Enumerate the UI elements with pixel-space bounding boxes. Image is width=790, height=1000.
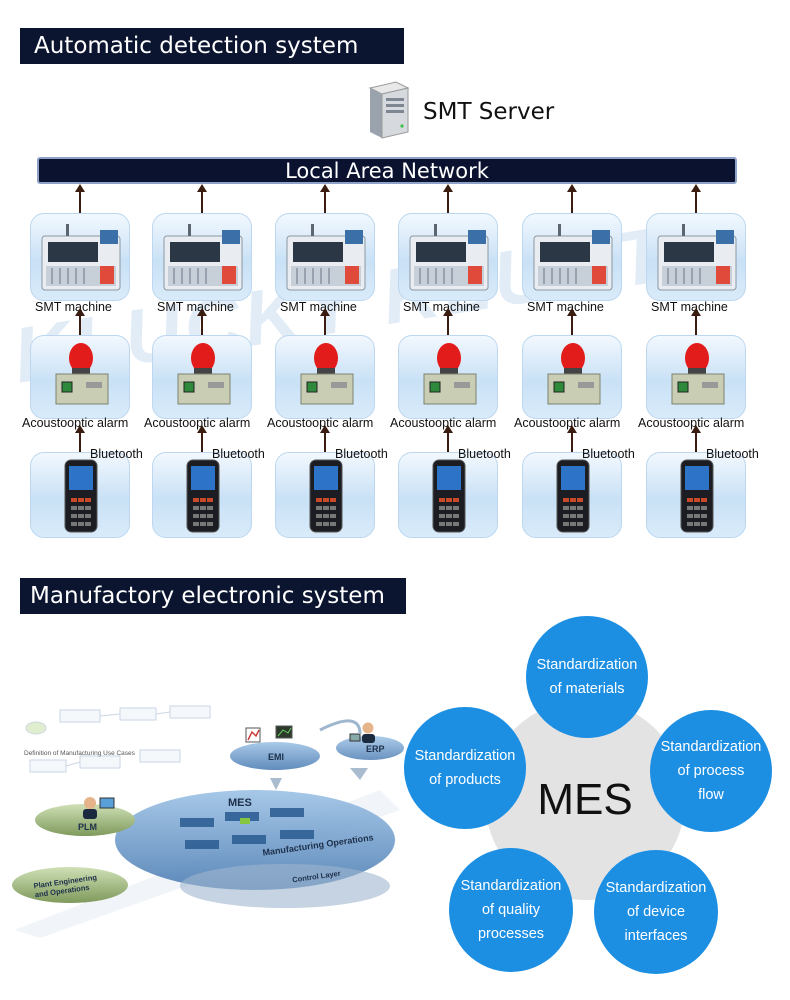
alarm-icon xyxy=(291,340,361,415)
smt-machine-icon xyxy=(406,222,492,299)
server-icon xyxy=(368,81,410,139)
bluetooth-label: Bluetooth xyxy=(90,447,143,461)
section-title-detection: Automatic detection system xyxy=(20,28,404,64)
arrow-up-icon xyxy=(691,425,701,452)
handheld-scanner-icon xyxy=(179,458,227,539)
arrow-up-icon xyxy=(320,184,330,213)
arrow-up-icon xyxy=(443,425,453,452)
handheld-scanner-icon xyxy=(673,458,721,539)
arrow-up-icon xyxy=(443,184,453,213)
scanner-tile xyxy=(275,452,375,538)
circle-process-flow: Standardization of process flow xyxy=(650,710,772,832)
emi-label: EMI xyxy=(268,752,285,762)
alarm-label: Acoustooptic alarm xyxy=(390,416,497,430)
alarm-tile xyxy=(398,335,498,419)
server-label: SMT Server xyxy=(423,99,555,125)
smt-machine-label: SMT machine xyxy=(157,300,234,314)
circle-quality: Standardization of quality processes xyxy=(449,848,573,972)
alarm-tile xyxy=(646,335,746,419)
bluetooth-label: Bluetooth xyxy=(582,447,635,461)
smt-machine-tile xyxy=(398,213,498,301)
smt-machine-icon xyxy=(160,222,246,299)
arrow-up-icon xyxy=(197,184,207,213)
plm-oval xyxy=(35,804,135,836)
alarm-label: Acoustooptic alarm xyxy=(22,416,129,430)
usecases-label: Definition of Manufacturing Use Cases xyxy=(24,750,135,757)
circle-device-interfaces: Standardization of device interfaces xyxy=(594,850,718,974)
bluetooth-label: Bluetooth xyxy=(212,447,265,461)
handheld-scanner-icon xyxy=(302,458,350,539)
emi-oval xyxy=(230,742,320,770)
arrow-up-icon xyxy=(197,425,207,452)
smt-machine-tile xyxy=(522,213,622,301)
smt-machine-icon xyxy=(530,222,616,299)
plant-oval xyxy=(12,867,128,903)
arrow-up-icon xyxy=(75,184,85,213)
circle-products: Standardization of products xyxy=(404,707,526,829)
smt-machine-icon xyxy=(283,222,369,299)
mes-hub-label: MES xyxy=(537,775,633,824)
erp-label: ERP xyxy=(366,744,385,754)
arrow-up-icon xyxy=(691,308,701,335)
scanner-tile xyxy=(646,452,746,538)
smt-machine-tile xyxy=(275,213,375,301)
smt-machine-tile xyxy=(152,213,252,301)
arrow-up-icon xyxy=(197,308,207,335)
alarm-tile xyxy=(275,335,375,419)
bluetooth-label: Bluetooth xyxy=(458,447,511,461)
arrow-up-icon xyxy=(320,425,330,452)
alarm-icon xyxy=(414,340,484,415)
alarm-icon xyxy=(538,340,608,415)
arrow-up-icon xyxy=(567,184,577,213)
scanner-tile xyxy=(30,452,130,538)
alarm-tile xyxy=(152,335,252,419)
handheld-scanner-icon xyxy=(549,458,597,539)
lan-bar: Local Area Network xyxy=(37,157,737,184)
alarm-tile xyxy=(30,335,130,419)
alarm-label: Acoustooptic alarm xyxy=(144,416,251,430)
alarm-icon xyxy=(46,340,116,415)
smt-machine-tile xyxy=(646,213,746,301)
arrow-up-icon xyxy=(75,308,85,335)
arrow-up-icon xyxy=(320,308,330,335)
person-icon xyxy=(349,722,375,743)
handheld-scanner-icon xyxy=(425,458,473,539)
circle-materials: Standardization of materials xyxy=(526,616,648,738)
flowchart-boxes xyxy=(25,705,211,773)
smt-machine-tile xyxy=(30,213,130,301)
smt-machine-label: SMT machine xyxy=(35,300,112,314)
scanner-tile xyxy=(522,452,622,538)
alarm-label: Acoustooptic alarm xyxy=(267,416,374,430)
scanner-tile xyxy=(398,452,498,538)
section-title-mes: Manufactory electronic system xyxy=(20,578,406,614)
arrow-up-icon xyxy=(75,425,85,452)
arrow-up-icon xyxy=(691,184,701,213)
smt-machine-label: SMT machine xyxy=(651,300,728,314)
scanner-tile xyxy=(152,452,252,538)
alarm-icon xyxy=(168,340,238,415)
arrow-up-icon xyxy=(567,425,577,452)
smt-machine-label: SMT machine xyxy=(403,300,480,314)
arrow-up-icon xyxy=(567,308,577,335)
smt-machine-label: SMT machine xyxy=(280,300,357,314)
alarm-tile xyxy=(522,335,622,419)
smt-machine-label: SMT machine xyxy=(527,300,604,314)
alarm-icon xyxy=(662,340,732,415)
plm-label: PLM xyxy=(78,822,97,832)
control-oval xyxy=(180,864,390,908)
chart-icon xyxy=(245,725,293,743)
bluetooth-label: Bluetooth xyxy=(706,447,759,461)
handheld-scanner-icon xyxy=(57,458,105,539)
person-icon xyxy=(83,797,115,819)
mes-oval-label: MES xyxy=(228,797,252,809)
alarm-label: Acoustooptic alarm xyxy=(638,416,745,430)
erp-oval xyxy=(336,736,404,760)
alarm-label: Acoustooptic alarm xyxy=(514,416,621,430)
smt-machine-icon xyxy=(38,222,124,299)
smt-machine-icon xyxy=(654,222,740,299)
mes-illustration xyxy=(12,705,404,938)
bluetooth-label: Bluetooth xyxy=(335,447,388,461)
arrow-up-icon xyxy=(443,308,453,335)
